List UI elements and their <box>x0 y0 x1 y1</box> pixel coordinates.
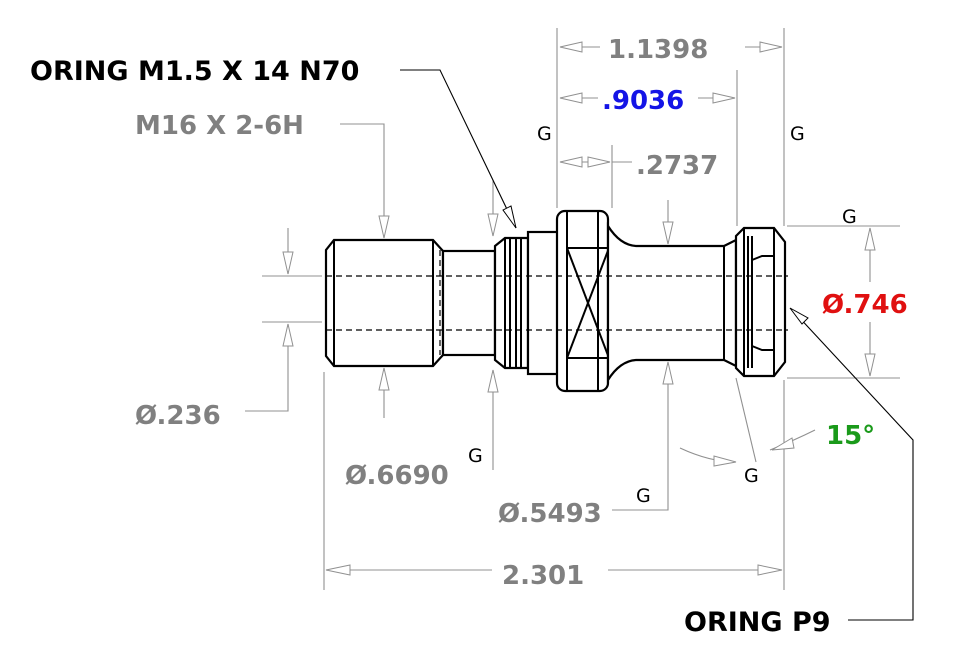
dimension-lines <box>245 28 900 590</box>
datum-g-5: G <box>636 485 651 507</box>
dim-length-3: .2737 <box>636 151 718 181</box>
oring-bottom-callout: ORING P9 <box>684 607 831 638</box>
part-outline <box>324 209 787 393</box>
callout-leaders <box>400 69 914 621</box>
dim-overall-length: 2.301 <box>502 561 584 591</box>
oring-groove <box>493 236 530 370</box>
thread-callout: M16 X 2-6H <box>135 111 304 141</box>
dim-groove-diameter: Ø.6690 <box>345 461 449 491</box>
datum-g-1: G <box>537 123 552 145</box>
datum-g-3: G <box>842 206 857 228</box>
body-section <box>606 222 738 384</box>
dim-head-diameter: Ø.746 <box>822 290 908 320</box>
hex-flange <box>555 209 610 393</box>
datum-g-4: G <box>468 445 483 467</box>
neck-section <box>441 249 497 357</box>
dim-neck-diameter: Ø.5493 <box>498 499 602 529</box>
oring-top-callout: ORING M1.5 X 14 N70 <box>30 56 359 87</box>
dim-angle: 15° <box>826 421 875 451</box>
datum-g-6: G <box>744 465 759 487</box>
labels: ORING M1.5 X 14 N70 M16 X 2-6H ORING P9 … <box>30 35 908 638</box>
threaded-section <box>324 238 445 368</box>
dim-bore-diameter: Ø.236 <box>135 401 221 431</box>
dim-length-2: .9036 <box>602 86 684 116</box>
dim-length-1: 1.1398 <box>608 35 708 65</box>
shoulder <box>526 230 560 376</box>
hidden-bore <box>326 250 788 355</box>
datum-g-2: G <box>790 123 805 145</box>
